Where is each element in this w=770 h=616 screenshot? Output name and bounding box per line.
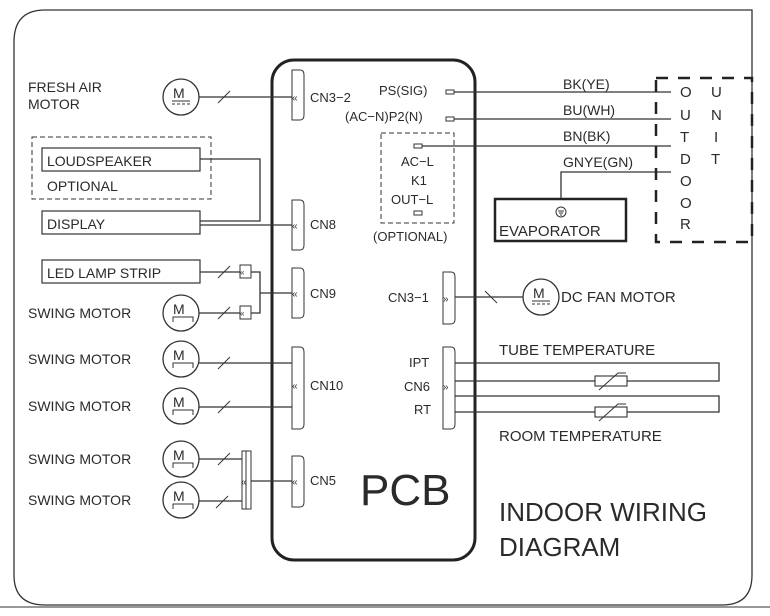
loudspeaker-label: LOUDSPEAKER — [47, 153, 152, 169]
cn3-1-arrow: » — [443, 294, 449, 305]
svg-text:U: U — [711, 84, 722, 101]
connector-cn6 — [442, 346, 456, 430]
swing-motor-2-icon: M — [162, 340, 200, 378]
svg-text:M: M — [173, 447, 185, 463]
swing-motor-4-label: SWING MOTOR — [28, 451, 131, 467]
display-label: DISPLAY — [47, 216, 106, 232]
fresh-air-motor-label-line2: MOTOR — [28, 96, 80, 112]
svg-text:M: M — [173, 347, 185, 363]
optional-relay-label: (OPTIONAL) — [373, 229, 447, 244]
cn8-arrow: « — [292, 221, 298, 232]
wire-label-bu-wh: BU(WH) — [563, 102, 615, 118]
cn8-label: CN8 — [310, 217, 336, 232]
tube-temperature-label: TUBE TEMPERATURE — [499, 342, 655, 359]
connector-cn3-2 — [291, 69, 305, 121]
evaporator-box — [493, 197, 628, 243]
cn10-label: CN10 — [310, 378, 343, 393]
swing-motor-5-icon: M — [162, 481, 200, 519]
svg-text:M: M — [173, 85, 185, 101]
svg-text:N: N — [711, 107, 722, 124]
svg-text:M: M — [173, 394, 185, 410]
led-lamp-strip-label: LED LAMP STRIP — [47, 265, 161, 281]
k1-label: K1 — [411, 173, 427, 188]
wire-label-bk-ye: BK(YE) — [563, 76, 610, 92]
cn6-label: CN6 — [404, 379, 430, 394]
cn5-arrow: « — [292, 477, 298, 488]
cn6-arrow: » — [443, 382, 449, 393]
diagram-title-line1: INDOOR WIRING — [499, 497, 707, 527]
diagram-title-line2: DIAGRAM — [499, 532, 620, 562]
svg-text:O: O — [680, 195, 692, 212]
ground-icon — [555, 206, 567, 218]
p2-n-label: (AC−N)P2(N) — [345, 109, 423, 124]
cn3-2-label: CN3−2 — [310, 90, 351, 105]
ipt-label: IPT — [409, 355, 429, 370]
dc-fan-motor-icon: M — [522, 278, 560, 316]
svg-text:O: O — [680, 84, 692, 101]
ps-sig-label: PS(SIG) — [379, 83, 427, 98]
swing-motor-3-label: SWING MOTOR — [28, 398, 131, 414]
cn5-adapter-arrow: « — [241, 477, 247, 488]
swing-motor-2-label: SWING MOTOR — [28, 351, 131, 367]
fresh-air-motor-icon: M — [162, 78, 200, 116]
svg-text:U: U — [680, 107, 691, 124]
evaporator-label: EVAPORATOR — [499, 223, 601, 240]
pcb-label: PCB — [360, 466, 450, 515]
room-temperature-label: ROOM TEMPERATURE — [499, 428, 662, 445]
led-plug-arrow: « — [240, 268, 245, 277]
loudspeaker-optional-group — [31, 136, 212, 200]
svg-text:M: M — [533, 285, 545, 301]
svg-text:I: I — [714, 129, 718, 146]
ac-l-terminal — [413, 143, 423, 149]
dc-fan-motor-label: DC FAN MOTOR — [561, 289, 676, 306]
ac-l-label: AC−L — [401, 154, 434, 169]
rt-label: RT — [414, 402, 431, 417]
connector-cn9 — [291, 267, 305, 319]
cn10-arrow: « — [292, 381, 298, 392]
ps-sig-terminal — [445, 89, 455, 95]
swing-motor-5-label: SWING MOTOR — [28, 492, 131, 508]
out-l-label: OUT−L — [391, 192, 433, 207]
connector-cn3-1 — [442, 271, 456, 325]
connector-cn10 — [291, 346, 305, 430]
svg-text:D: D — [680, 151, 691, 168]
room-thermistor-icon — [594, 403, 628, 422]
tube-thermistor-icon — [594, 372, 628, 391]
out-l-terminal — [413, 210, 423, 216]
svg-text:R: R — [680, 216, 691, 233]
svg-text:M: M — [173, 301, 185, 317]
cn3-1-label: CN3−1 — [388, 290, 429, 305]
connector-cn8 — [291, 199, 305, 251]
swing-motor-4-icon: M — [162, 440, 200, 478]
loudspeaker-optional-label: OPTIONAL — [47, 178, 118, 194]
svg-text:O: O — [680, 173, 692, 190]
fresh-air-motor-label-line1: FRESH AIR — [28, 79, 102, 95]
swing-motor-3-icon: M — [162, 387, 200, 425]
cn9-label: CN9 — [310, 286, 336, 301]
wire-label-bn-bk: BN(BK) — [563, 128, 610, 144]
cn5-label: CN5 — [310, 473, 336, 488]
svg-text:T: T — [680, 129, 689, 146]
swing-motor-1-icon: M — [162, 294, 200, 332]
svg-text:M: M — [173, 488, 185, 504]
display-box — [41, 210, 201, 235]
p2-n-terminal — [445, 116, 455, 122]
pcb-board — [270, 58, 477, 562]
optional-relay-group — [380, 132, 455, 224]
outdoor-unit-box — [654, 76, 754, 244]
outdoor-unit-label: O U T D O O R U N I T — [680, 84, 722, 233]
cn9-arrow: « — [292, 289, 298, 300]
swing-plug-arrow: « — [240, 309, 245, 318]
connector-cn5 — [291, 455, 305, 508]
wire-label-gnye-gn: GNYE(GN) — [563, 154, 633, 170]
cn3-2-arrow: « — [292, 93, 298, 104]
svg-text:T: T — [711, 151, 720, 168]
swing-motor-1-label: SWING MOTOR — [28, 305, 131, 321]
outer-frame — [13, 9, 753, 606]
